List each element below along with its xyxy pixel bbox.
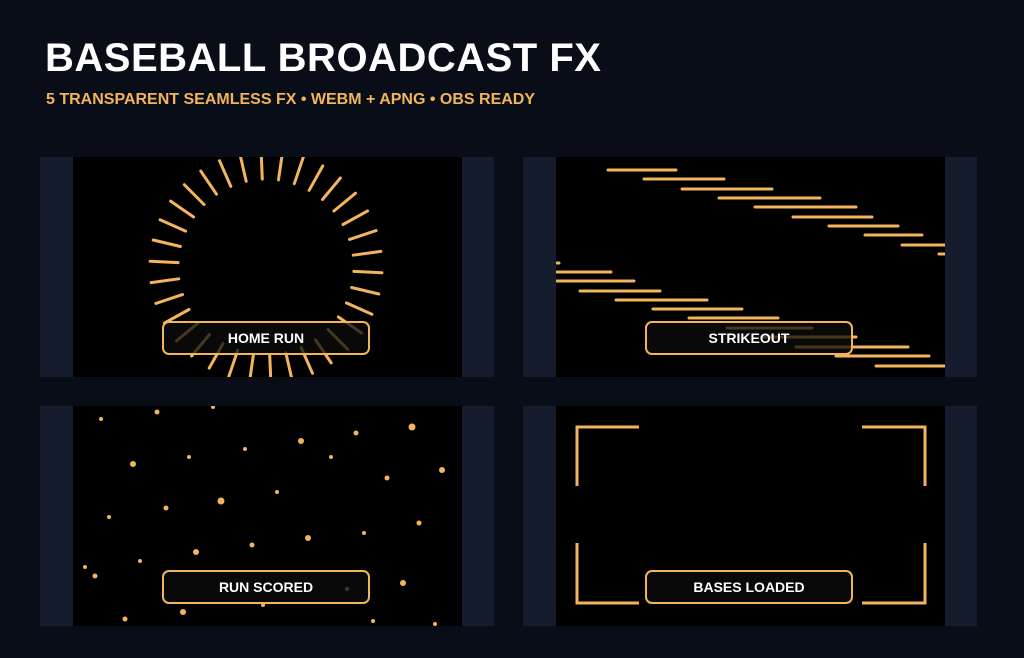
confetti-dot (92, 573, 98, 579)
confetti-dot (154, 409, 160, 415)
confetti-dot (130, 461, 136, 467)
confetti-dot (371, 619, 375, 623)
fx-preview-home-run: HOME RUN (73, 157, 462, 377)
confetti-dot (329, 455, 333, 459)
page-subtitle: 5 TRANSPARENT SEAMLESS FX • WEBM + APNG … (46, 91, 536, 108)
ray-line (351, 249, 383, 257)
confetti-dot (408, 423, 416, 431)
ray-line (292, 157, 305, 186)
confetti-dot (353, 430, 359, 436)
fx-card-strikeout[interactable]: STRIKEOUT (523, 157, 977, 377)
bracket-top-left (575, 425, 639, 486)
confetti-dot (305, 535, 311, 541)
bracket-bottom-right (862, 543, 927, 605)
ray-line (169, 199, 196, 219)
confetti-dots-fx (83, 406, 445, 626)
confetti-dot (298, 438, 304, 444)
confetti-dot (122, 616, 128, 622)
ray-line (158, 218, 188, 233)
fx-label-bases-loaded: BASES LOADED (645, 570, 853, 604)
confetti-dot (83, 565, 87, 569)
ray-line (268, 353, 273, 377)
ray-line (341, 209, 370, 226)
confetti-dot (99, 417, 103, 421)
ray-line (218, 159, 233, 188)
bracket-bottom-left (575, 543, 639, 605)
ray-line (239, 157, 248, 183)
ray-line (151, 238, 182, 248)
ray-line (352, 269, 384, 275)
confetti-dot (163, 505, 169, 511)
confetti-dot (211, 406, 215, 409)
confetti-dot (107, 515, 111, 519)
confetti-dot (138, 559, 142, 563)
corner-brackets-fx (575, 425, 927, 605)
ray-line (332, 191, 357, 213)
ray-line (350, 286, 381, 296)
fx-card-run-scored[interactable]: RUN SCORED (40, 406, 494, 626)
ray-line (149, 277, 181, 285)
ray-line (321, 176, 342, 201)
ray-line (344, 301, 374, 316)
confetti-dot (187, 455, 191, 459)
confetti-dot (400, 580, 406, 586)
ray-line (248, 352, 255, 377)
ray-line (154, 293, 184, 305)
confetti-dot (384, 475, 390, 481)
confetti-dot (439, 467, 445, 473)
confetti-dot (217, 497, 225, 505)
confetti-dot (433, 622, 437, 626)
confetti-dot (416, 520, 422, 526)
confetti-dot (193, 549, 199, 555)
fx-label-strikeout: STRIKEOUT (645, 321, 853, 355)
fx-preview-bases-loaded: BASES LOADED (556, 406, 945, 626)
confetti-dot (275, 490, 279, 494)
fx-preview-run-scored: RUN SCORED (73, 406, 462, 626)
confetti-dot (261, 603, 265, 607)
ray-line (148, 259, 180, 265)
ray-line (284, 351, 293, 377)
fx-preview-strikeout: STRIKEOUT (556, 157, 945, 377)
fx-card-bases-loaded[interactable]: BASES LOADED (523, 406, 977, 626)
confetti-dot (243, 447, 247, 451)
fx-label-run-scored: RUN SCORED (162, 570, 370, 604)
confetti-dot (362, 531, 366, 535)
ray-line (182, 183, 206, 206)
ray-line (162, 308, 191, 325)
ray-line (259, 157, 264, 181)
bracket-top-right (862, 425, 927, 486)
fx-card-home-run[interactable]: HOME RUN (40, 157, 494, 377)
fx-label-home-run: HOME RUN (162, 321, 370, 355)
ray-line (307, 164, 325, 192)
confetti-dot (180, 609, 186, 615)
confetti-dot (249, 542, 255, 548)
ray-line (277, 157, 284, 182)
page-title: BASEBALL BROADCAST FX (45, 36, 602, 80)
ray-line (199, 169, 218, 196)
ray-line (348, 229, 378, 241)
